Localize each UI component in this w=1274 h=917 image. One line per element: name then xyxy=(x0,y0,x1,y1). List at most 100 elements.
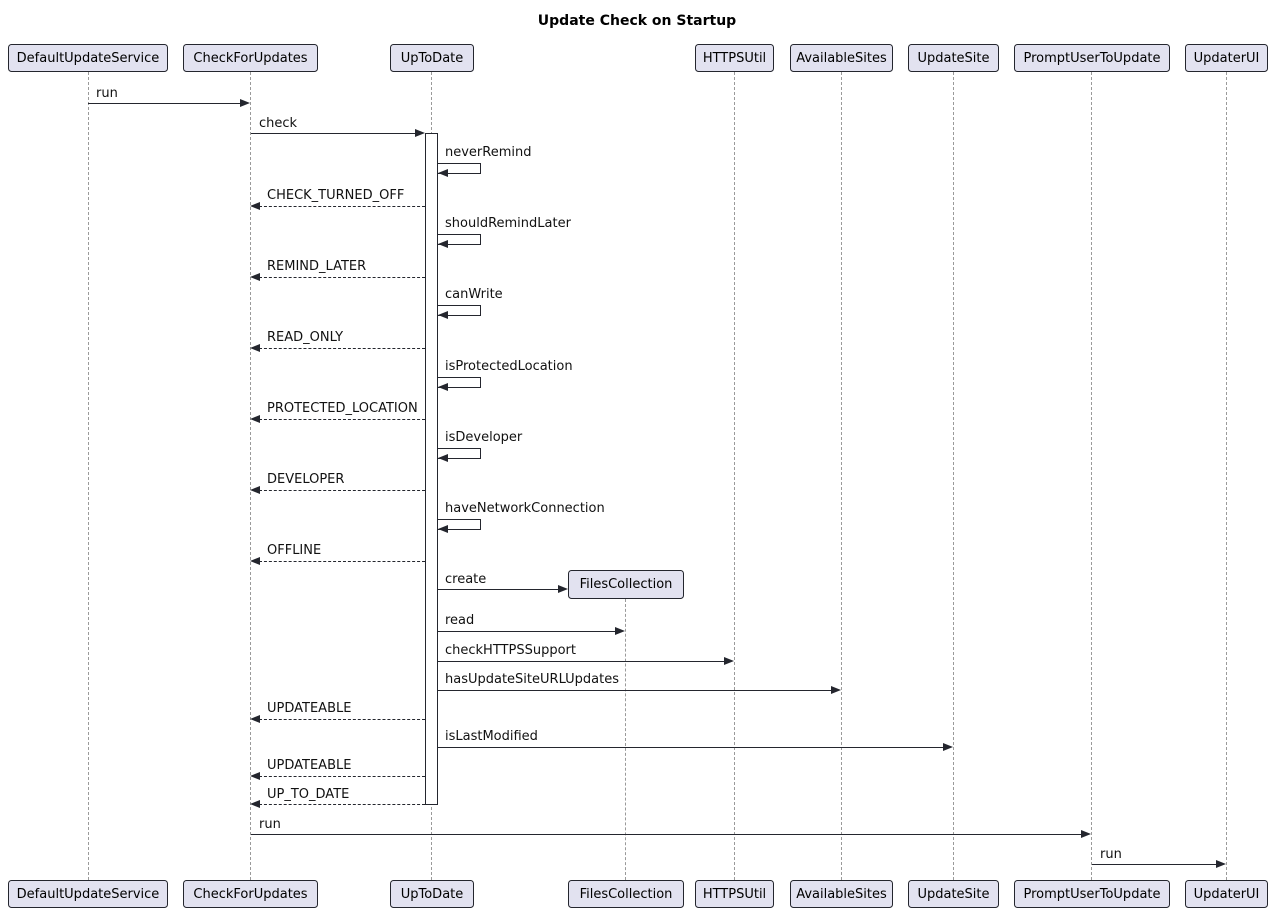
message-label: create xyxy=(445,572,487,587)
arrowhead xyxy=(615,627,625,635)
arrowhead xyxy=(415,129,425,137)
message-label: shouldRemindLater xyxy=(445,216,571,231)
self-message-loop xyxy=(438,234,481,245)
lifeline-checkforupdates xyxy=(250,72,251,880)
arrowhead xyxy=(250,557,260,565)
arrowhead xyxy=(250,273,260,281)
message-label: UPDATEABLE xyxy=(267,758,352,773)
message-label: UPDATEABLE xyxy=(267,701,352,716)
lifeline-defaultupdateservice xyxy=(88,72,89,880)
self-message-loop xyxy=(438,377,481,388)
message-label: run xyxy=(1100,847,1122,862)
participant-box-updaterui-top: UpdaterUI xyxy=(1185,44,1268,72)
lifeline-filescollection xyxy=(625,599,626,880)
message-line xyxy=(259,348,425,349)
message-label: READ_ONLY xyxy=(267,330,344,345)
message-line xyxy=(259,719,425,720)
message-line xyxy=(251,133,415,134)
participant-box-filescollection-bottom: FilesCollection xyxy=(568,880,684,908)
activation-bar-uptodate xyxy=(425,133,438,805)
message-label: neverRemind xyxy=(445,145,532,160)
self-message-loop xyxy=(438,519,481,530)
participant-box-httpsutil-top: HTTPSUtil xyxy=(695,44,774,72)
message-line xyxy=(259,277,425,278)
participant-box-uptodate-bottom: UpToDate xyxy=(390,880,474,908)
arrowhead xyxy=(1216,860,1226,868)
message-label: checkHTTPSSupport xyxy=(445,643,576,658)
participant-box-availablesites-top: AvailableSites xyxy=(790,44,893,72)
message-line xyxy=(259,804,425,805)
arrowhead xyxy=(240,99,250,107)
arrowhead xyxy=(558,585,568,593)
participant-box-defaultupdateservice-bottom: DefaultUpdateService xyxy=(8,880,168,908)
participant-box-promptusertoupdate-top: PromptUserToUpdate xyxy=(1014,44,1170,72)
diagram-title: Update Check on Startup xyxy=(537,13,737,29)
message-label: UP_TO_DATE xyxy=(267,787,350,802)
message-line xyxy=(1092,864,1217,865)
arrowhead xyxy=(250,486,260,494)
message-line xyxy=(438,690,832,691)
message-line xyxy=(438,747,944,748)
self-message-loop xyxy=(438,448,481,459)
arrowhead xyxy=(250,800,260,808)
arrowhead xyxy=(724,657,734,665)
message-line xyxy=(259,419,425,420)
participant-box-uptodate-top: UpToDate xyxy=(390,44,474,72)
message-label: OFFLINE xyxy=(267,543,322,558)
self-message-loop xyxy=(438,163,481,174)
arrowhead xyxy=(438,525,448,533)
lifeline-promptusertoupdate xyxy=(1091,72,1092,880)
message-line xyxy=(251,834,1082,835)
lifeline-httpsutil xyxy=(734,72,735,880)
lifeline-availablesites xyxy=(841,72,842,880)
message-label: PROTECTED_LOCATION xyxy=(267,401,418,416)
message-label: isProtectedLocation xyxy=(445,359,573,374)
participant-box-updatesite-top: UpdateSite xyxy=(908,44,999,72)
message-line xyxy=(438,589,559,590)
arrowhead xyxy=(438,454,448,462)
message-label: haveNetworkConnection xyxy=(445,501,605,516)
message-label: isDeveloper xyxy=(445,430,523,445)
message-line xyxy=(259,206,425,207)
participant-box-checkforupdates-bottom: CheckForUpdates xyxy=(183,880,318,908)
participant-box-httpsutil-bottom: HTTPSUtil xyxy=(695,880,774,908)
message-label: isLastModified xyxy=(445,729,538,744)
arrowhead xyxy=(438,383,448,391)
message-line xyxy=(259,776,425,777)
message-line xyxy=(259,490,425,491)
participant-box-filescollection-created: FilesCollection xyxy=(568,570,684,599)
arrowhead xyxy=(438,169,448,177)
participant-box-promptusertoupdate-bottom: PromptUserToUpdate xyxy=(1014,880,1170,908)
message-label: run xyxy=(96,86,118,101)
message-line xyxy=(259,561,425,562)
arrowhead xyxy=(1081,830,1091,838)
message-label: check xyxy=(259,116,298,131)
message-label: read xyxy=(445,613,475,628)
message-label: hasUpdateSiteURLUpdates xyxy=(445,672,620,687)
participant-box-checkforupdates-top: CheckForUpdates xyxy=(183,44,318,72)
participant-box-defaultupdateservice-top: DefaultUpdateService xyxy=(8,44,168,72)
arrowhead xyxy=(943,743,953,751)
arrowhead xyxy=(250,772,260,780)
arrowhead xyxy=(438,240,448,248)
message-line xyxy=(438,631,616,632)
arrowhead xyxy=(250,715,260,723)
self-message-loop xyxy=(438,305,481,316)
message-label: DEVELOPER xyxy=(267,472,345,487)
lifeline-updatesite xyxy=(953,72,954,880)
lifeline-updaterui xyxy=(1226,72,1227,880)
arrowhead xyxy=(250,344,260,352)
arrowhead xyxy=(831,686,841,694)
arrowhead xyxy=(250,202,260,210)
participant-box-availablesites-bottom: AvailableSites xyxy=(790,880,893,908)
message-label: run xyxy=(259,817,281,832)
message-line xyxy=(88,103,241,104)
message-label: CHECK_TURNED_OFF xyxy=(267,188,405,203)
message-line xyxy=(438,661,725,662)
arrowhead xyxy=(250,415,260,423)
arrowhead xyxy=(438,311,448,319)
participant-box-updatesite-bottom: UpdateSite xyxy=(908,880,999,908)
message-label: canWrite xyxy=(445,287,503,302)
participant-box-updaterui-bottom: UpdaterUI xyxy=(1185,880,1268,908)
